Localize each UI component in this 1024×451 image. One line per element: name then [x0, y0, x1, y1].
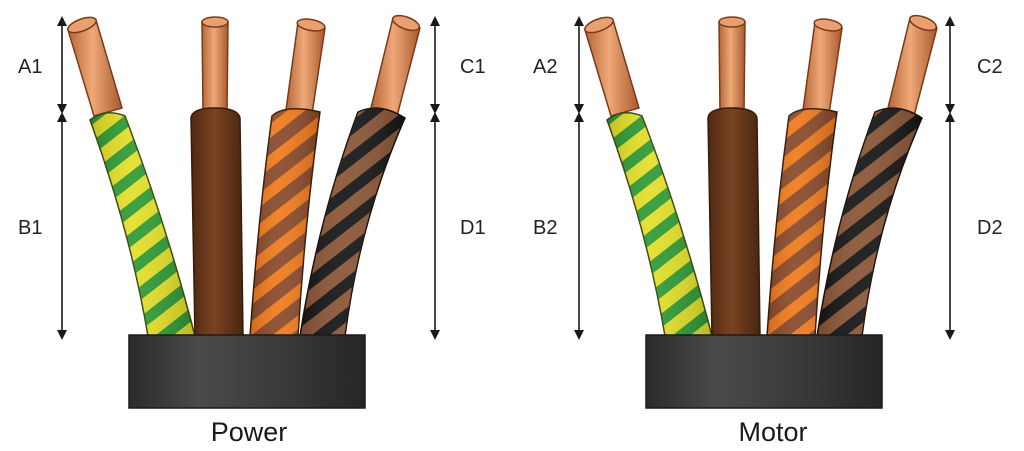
dimension-b2 [574, 112, 584, 340]
dimension-d1 [430, 112, 440, 340]
dimension-a1 [57, 16, 67, 114]
copper-conductor-2 [201, 21, 229, 113]
copper-conductor-3 [285, 21, 326, 115]
label-c1: C1 [460, 56, 486, 78]
copper-conductor-3 [802, 21, 843, 115]
label-d1: D1 [460, 217, 486, 239]
copper-conductor-4 [370, 17, 421, 117]
label-b1: B1 [18, 217, 42, 239]
wire-brown [707, 107, 761, 337]
label-b2: B2 [533, 217, 557, 239]
dimension-c1 [430, 16, 440, 114]
dimension-d2 [945, 112, 955, 340]
cable-sleeve-motor [645, 334, 883, 409]
label-a1: A1 [18, 56, 42, 78]
copper-conductor-2 [718, 21, 746, 113]
label-d2: D2 [977, 217, 1003, 239]
copper-conductor-1 [67, 19, 123, 117]
dimension-a2 [574, 16, 584, 114]
label-a2: A2 [533, 56, 557, 78]
dimension-b1 [57, 112, 67, 340]
panel-power: A1 B1 C1 D1 Power [18, 14, 486, 447]
dimension-c2 [945, 16, 955, 114]
caption-motor: Motor [738, 417, 807, 447]
panel-motor: A2 B2 C2 D2 Motor [533, 14, 1003, 447]
copper-conductor-4 [887, 17, 938, 117]
cable-sleeve-power [128, 334, 366, 409]
wire-brown [190, 107, 244, 337]
label-c2: C2 [977, 56, 1003, 78]
caption-power: Power [211, 417, 288, 447]
copper-conductor-1 [584, 19, 640, 117]
